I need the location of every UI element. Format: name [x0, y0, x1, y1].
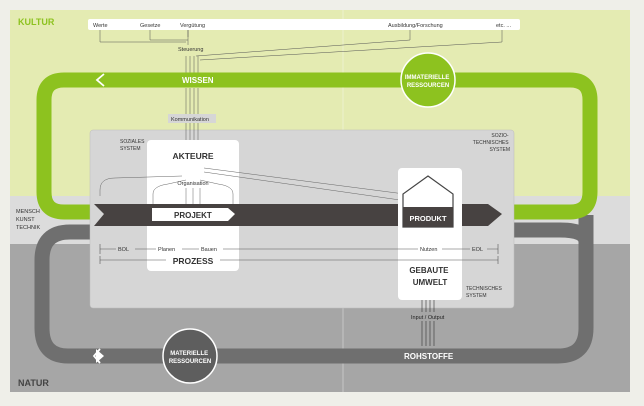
- planen-label-bg: [156, 244, 182, 253]
- material-resources-circle: [162, 328, 218, 384]
- communication-label-bg: [168, 114, 216, 123]
- communication-label: Kommunikation: [171, 117, 209, 123]
- organisation-label: Organisation: [177, 181, 208, 187]
- human-line-1: MENSCH: [16, 209, 40, 215]
- rohstoffe-cycle: [34, 215, 594, 364]
- io-label: Input / Output: [411, 315, 445, 321]
- steering-lines: [99, 30, 503, 74]
- human-line-3: TECHNIK: [16, 225, 40, 231]
- sociotech-line-1: SOZIO-: [491, 133, 509, 139]
- technical-line-2: SYSTEM: [466, 293, 487, 299]
- organisation-lines: [99, 167, 421, 204]
- sociotech-system-label: SOZIO- TECHNISCHES SYSTEM: [473, 133, 510, 153]
- bol-label-bg: [116, 244, 135, 253]
- steering-label: Steuerung: [178, 47, 203, 53]
- social-line-1: SOZIALES: [120, 139, 145, 145]
- built-line-1: GEBAUTE: [409, 266, 449, 275]
- eol-label: EOL: [472, 247, 483, 253]
- akteure-title: AKTEURE: [172, 151, 213, 161]
- material-resources-label: MATERIELLE RESSOURCEN: [169, 351, 211, 365]
- planen-label: Planen: [158, 247, 175, 253]
- material-line-1: MATERIELLE: [170, 351, 208, 357]
- material-line-2: RESSOURCEN: [169, 359, 211, 365]
- culture-values-bar: [88, 19, 520, 30]
- produkt-label-bg: [403, 207, 453, 227]
- culture-label: KULTUR: [18, 17, 55, 27]
- immaterial-resources-label: IMMATERIELLE RESSOURCEN: [405, 75, 451, 89]
- value-etc: etc. ...: [496, 23, 511, 29]
- technical-system-label: TECHNISCHES SYSTEM: [466, 286, 503, 299]
- nutzen-label: Nutzen: [420, 247, 437, 253]
- value-werte: Werte: [93, 23, 108, 29]
- social-line-2: SYSTEM: [120, 146, 141, 152]
- eol-label-bg: [470, 244, 487, 253]
- rohstoffe-arrow-head-2: [92, 348, 101, 364]
- value-gesetze: Gesetze: [140, 23, 160, 29]
- wissen-cycle: [36, 72, 598, 220]
- immaterial-line-1: IMMATERIELLE: [405, 75, 450, 81]
- social-system-label: SOZIALES SYSTEM: [120, 139, 146, 152]
- value-verguetung: Vergütung: [180, 23, 205, 29]
- nutzen-label-bg: [418, 244, 442, 253]
- built-line-2: UMWELT: [413, 278, 448, 287]
- io-label-bg: [408, 312, 452, 321]
- wissen-label: WISSEN: [182, 76, 214, 85]
- immaterial-line-2: RESSOURCEN: [407, 83, 449, 89]
- value-ausbildung: Ausbildung/Forschung: [388, 23, 443, 29]
- rohstoffe-label: ROHSTOFFE: [404, 352, 454, 361]
- sociotech-line-2: TECHNISCHES: [473, 140, 510, 146]
- prozess-label-bg: [166, 254, 220, 266]
- prozess-label: PROZESS: [173, 256, 214, 266]
- bauen-label-bg: [199, 244, 223, 253]
- projekt-arrow: [152, 208, 235, 221]
- io-lines: [421, 300, 435, 346]
- built-environment-label: GEBAUTE UMWELT: [409, 266, 450, 287]
- projekt-label: PROJEKT: [174, 211, 212, 220]
- technical-line-1: TECHNISCHES: [466, 286, 503, 292]
- sociotech-line-3: SYSTEM: [489, 147, 510, 153]
- bauen-label: Bauen: [201, 247, 217, 253]
- wissen-arrow-head: [95, 73, 105, 87]
- nature-label: NATUR: [18, 378, 49, 388]
- immaterial-resources-circle: [400, 52, 456, 108]
- bol-label: BOL: [118, 247, 129, 253]
- human-line-2: KUNST: [16, 217, 35, 223]
- human-label: MENSCH KUNST TECHNIK: [16, 209, 41, 231]
- produkt-label: PRODUKT: [409, 214, 447, 223]
